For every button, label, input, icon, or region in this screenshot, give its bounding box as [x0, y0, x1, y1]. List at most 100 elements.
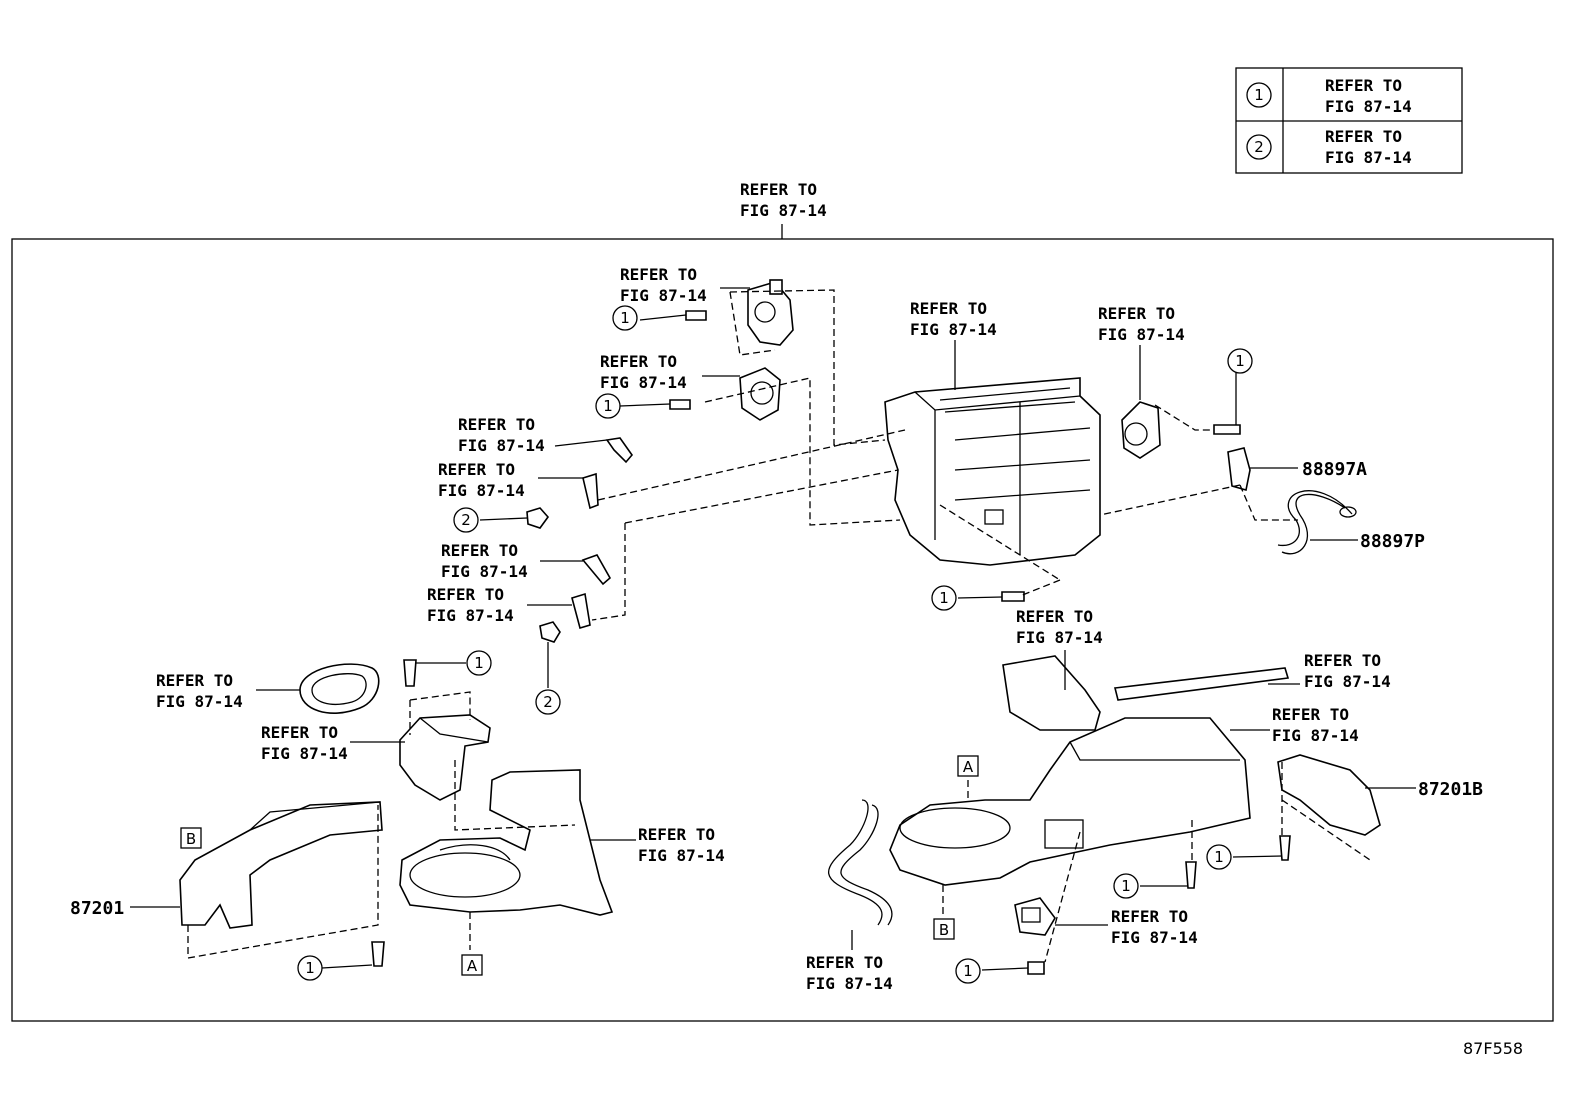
screw-9 [1027, 961, 1045, 975]
refer-label-duct-upper-left: REFER TO FIG 87-14 [261, 723, 348, 763]
link-lever-3 [581, 554, 612, 586]
legend-row-1-line2: FIG 87-14 [1325, 97, 1412, 116]
svg-text:REFER TO: REFER TO [740, 180, 817, 199]
svg-text:REFER TO: REFER TO [427, 585, 504, 604]
clip-upper [526, 507, 550, 529]
screw-3 [1213, 424, 1241, 435]
refer-label-heater-unit: REFER TO FIG 87-14 [910, 299, 997, 339]
link-lever-1 [605, 437, 634, 464]
svg-text:B: B [186, 830, 196, 848]
part-87201-duct [179, 801, 383, 929]
svg-text:2: 2 [543, 693, 553, 711]
duct-piece-upper-left [399, 714, 491, 801]
svg-text:REFER TO: REFER TO [261, 723, 338, 742]
dashed-leaders [187, 289, 1371, 963]
svg-text:1: 1 [963, 962, 973, 980]
svg-text:FIG 87-14: FIG 87-14 [638, 846, 725, 865]
foam-strip [1114, 667, 1290, 701]
svg-text:1: 1 [305, 959, 315, 977]
legend-symbol-1: 1 [1246, 82, 1272, 108]
refer-label-evaporator-case: REFER TO FIG 87-14 [1272, 705, 1359, 745]
leader-lines [130, 287, 1416, 971]
svg-text:REFER TO: REFER TO [910, 299, 987, 318]
refer-label-link-2: REFER TO FIG 87-14 [438, 460, 525, 500]
screw-2 [669, 399, 691, 410]
refer-label-drain-hose: REFER TO FIG 87-14 [806, 953, 893, 993]
svg-text:FIG 87-14: FIG 87-14 [600, 373, 687, 392]
refer-label-link-1: REFER TO FIG 87-14 [458, 415, 545, 455]
svg-text:1: 1 [474, 654, 484, 672]
svg-text:FIG 87-14: FIG 87-14 [261, 744, 348, 763]
refer-label-link-3: REFER TO FIG 87-14 [441, 541, 528, 581]
screw-1 [685, 310, 707, 321]
svg-text:REFER TO: REFER TO [458, 415, 535, 434]
drain-hose [828, 799, 893, 926]
gasket-seal [299, 663, 380, 714]
svg-text:FIG 87-14: FIG 87-14 [806, 974, 893, 993]
link-lever-2 [582, 472, 599, 510]
heater-unit-body [884, 377, 1101, 566]
svg-text:REFER TO: REFER TO [438, 460, 515, 479]
boxed-letter-b: B [180, 827, 202, 849]
screw-6 [371, 941, 385, 967]
svg-text:FIG 87-14: FIG 87-14 [1111, 928, 1198, 947]
legend-table: 1 REFER TO FIG 87-14 2 REFER TO FIG 87-1… [1235, 67, 1463, 174]
refer-label-duct-upper-right: REFER TO FIG 87-14 [1016, 607, 1103, 647]
evaporator-case [889, 717, 1251, 886]
circle-callout-1: 1 [595, 393, 621, 419]
refer-label-blower-case: REFER TO FIG 87-14 [638, 825, 725, 865]
svg-text:2: 2 [461, 511, 471, 529]
circle-callout-1: 1 [1227, 348, 1253, 374]
svg-text:1: 1 [603, 397, 613, 415]
diagram-frame [11, 238, 1554, 1022]
screw-5 [403, 659, 417, 687]
svg-text:FIG 87-14: FIG 87-14 [438, 481, 525, 500]
svg-text:REFER TO: REFER TO [600, 352, 677, 371]
svg-text:A: A [963, 758, 974, 776]
clip-lower [539, 621, 561, 643]
screw-4 [1001, 591, 1025, 602]
top-refer-label: REFER TO FIG 87-14 [740, 180, 827, 239]
figure-code: 87F558 [1463, 1039, 1523, 1058]
svg-text:FIG 87-14: FIG 87-14 [1016, 628, 1103, 647]
svg-text:FIG 87-14: FIG 87-14 [740, 201, 827, 220]
refer-label-foam-strip: REFER TO FIG 87-14 [1304, 651, 1391, 691]
svg-text:B: B [939, 921, 949, 939]
svg-text:FIG 87-14: FIG 87-14 [1304, 672, 1391, 691]
damper-servo-right [1121, 401, 1161, 459]
screw-8 [1279, 835, 1291, 861]
svg-text:REFER TO: REFER TO [1016, 607, 1093, 626]
svg-text:REFER TO: REFER TO [1098, 304, 1175, 323]
part-88897p-hose [1277, 490, 1357, 555]
svg-text:REFER TO: REFER TO [638, 825, 715, 844]
circle-callout-1: 1 [1113, 873, 1139, 899]
refer-label-servo-right: REFER TO FIG 87-14 [1098, 304, 1185, 344]
refer-label-link-4: REFER TO FIG 87-14 [427, 585, 514, 625]
refer-label-damper-middle: REFER TO FIG 87-14 [600, 352, 687, 392]
circle-callout-1: 1 [297, 955, 323, 981]
circle-callout-1: 1 [612, 305, 638, 331]
screw-7 [1185, 861, 1197, 889]
boxed-letter-a: A [957, 755, 979, 777]
duct-piece-upper-right [1002, 655, 1101, 731]
part-88897a-sensor [1227, 447, 1251, 492]
part-number-87201b: 87201B [1418, 779, 1483, 800]
legend-row-1-line1: REFER TO [1325, 76, 1402, 95]
circle-callout-1: 1 [466, 650, 492, 676]
svg-text:REFER TO: REFER TO [1111, 907, 1188, 926]
circle-callout-1: 1 [931, 585, 957, 611]
svg-text:FIG 87-14: FIG 87-14 [620, 286, 707, 305]
svg-text:1: 1 [1235, 352, 1245, 370]
svg-text:FIG 87-14: FIG 87-14 [1098, 325, 1185, 344]
legend-row-2-line2: FIG 87-14 [1325, 148, 1412, 167]
svg-text:FIG 87-14: FIG 87-14 [427, 606, 514, 625]
circle-callout-2: 2 [535, 689, 561, 715]
svg-text:1: 1 [620, 309, 630, 327]
svg-text:REFER TO: REFER TO [156, 671, 233, 690]
legend-symbol-2: 2 [1246, 134, 1272, 160]
boxed-letter-b: B [933, 918, 955, 940]
refer-label-gasket: REFER TO FIG 87-14 [156, 671, 243, 711]
svg-text:1: 1 [1214, 848, 1224, 866]
refer-label-bracket-small: REFER TO FIG 87-14 [1111, 907, 1198, 947]
